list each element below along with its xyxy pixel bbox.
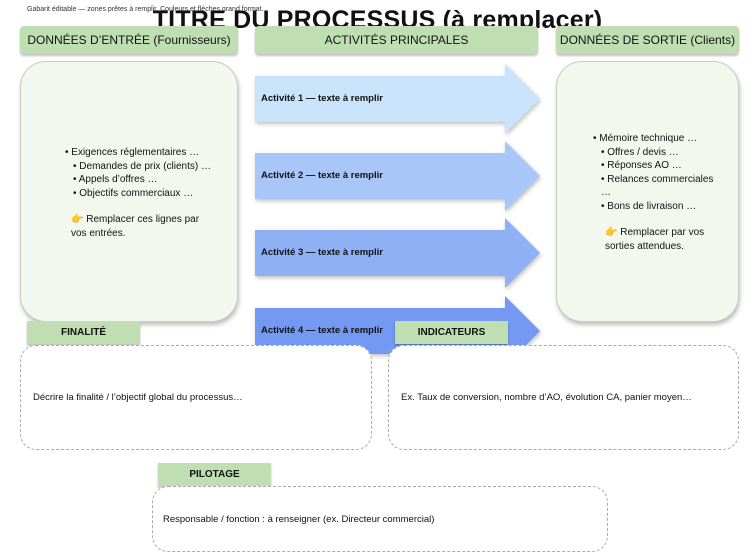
finalite-tag: FINALITÉ bbox=[27, 321, 140, 344]
output-item[interactable]: • Mémoire technique … bbox=[593, 133, 698, 144]
input-item[interactable]: • Exigences réglementaires … bbox=[65, 147, 200, 158]
finalite-text[interactable]: Décrire la finalité / l’objectif global … bbox=[33, 392, 243, 403]
inputs-list: • Exigences réglementaires … • Demandes … bbox=[65, 146, 217, 200]
activity-arrow-3-shape bbox=[255, 218, 540, 288]
indicateurs-text[interactable]: Ex. Taux de conversion, nombre d’AO, évo… bbox=[401, 392, 692, 403]
pilotage-text[interactable]: Responsable / fonction : à renseigner (e… bbox=[163, 513, 435, 525]
inputs-hint[interactable]: 👉 Remplacer ces lignes par vos entrées. bbox=[71, 214, 200, 239]
output-item[interactable]: • Réponses AO … bbox=[601, 160, 682, 171]
input-item[interactable]: • Demandes de prix (clients) … bbox=[73, 160, 211, 172]
activity-arrow-2[interactable] bbox=[255, 141, 545, 213]
activity-2-label[interactable]: Activité 2 — texte à remplir bbox=[261, 170, 383, 181]
activity-arrow-1[interactable] bbox=[255, 64, 545, 136]
outputs-header: DONNÉES DE SORTIE (Clients) bbox=[556, 26, 739, 54]
activity-arrow-3[interactable] bbox=[255, 218, 545, 290]
activity-1-label[interactable]: Activité 1 — texte à remplir bbox=[261, 93, 383, 104]
pilotage-box[interactable]: Responsable / fonction : à renseigner (e… bbox=[152, 486, 608, 552]
input-item[interactable]: • Objectifs commerciaux … bbox=[73, 187, 194, 199]
pilotage-tag: PILOTAGE bbox=[158, 463, 271, 486]
activity-arrow-1-shape bbox=[255, 64, 540, 134]
activity-3-label[interactable]: Activité 3 — texte à remplir bbox=[261, 247, 383, 258]
activities-header: ACTIVITÉS PRINCIPALES bbox=[255, 26, 538, 54]
inputs-panel[interactable]: • Exigences réglementaires … • Demandes … bbox=[20, 61, 238, 322]
indicateurs-tag: INDICATEURS bbox=[395, 321, 508, 344]
activity-4-label[interactable]: Activité 4 — texte à remplir bbox=[261, 325, 383, 336]
finalite-box[interactable]: Décrire la finalité / l’objectif global … bbox=[20, 345, 372, 450]
outputs-list: • Mémoire technique … • Offres / devis …… bbox=[593, 132, 726, 213]
activity-arrow-2-shape bbox=[255, 141, 540, 211]
outputs-panel[interactable]: • Mémoire technique … • Offres / devis …… bbox=[556, 61, 739, 322]
output-item[interactable]: • Bons de livraison … bbox=[601, 200, 697, 212]
indicateurs-box[interactable]: Ex. Taux de conversion, nombre d’AO, évo… bbox=[388, 345, 739, 450]
output-item[interactable]: • Offres / devis … bbox=[601, 146, 679, 158]
outputs-hint[interactable]: 👉 Remplacer par vos sorties attendues. bbox=[605, 227, 705, 252]
template-note: Gabarit éditable — zones prêtes à rempli… bbox=[27, 6, 264, 13]
output-item[interactable]: • Relances commerciales … bbox=[601, 173, 714, 199]
input-item[interactable]: • Appels d’offres … bbox=[73, 174, 158, 185]
inputs-header: DONNÉES D’ENTRÉE (Fournisseurs) bbox=[20, 26, 238, 54]
